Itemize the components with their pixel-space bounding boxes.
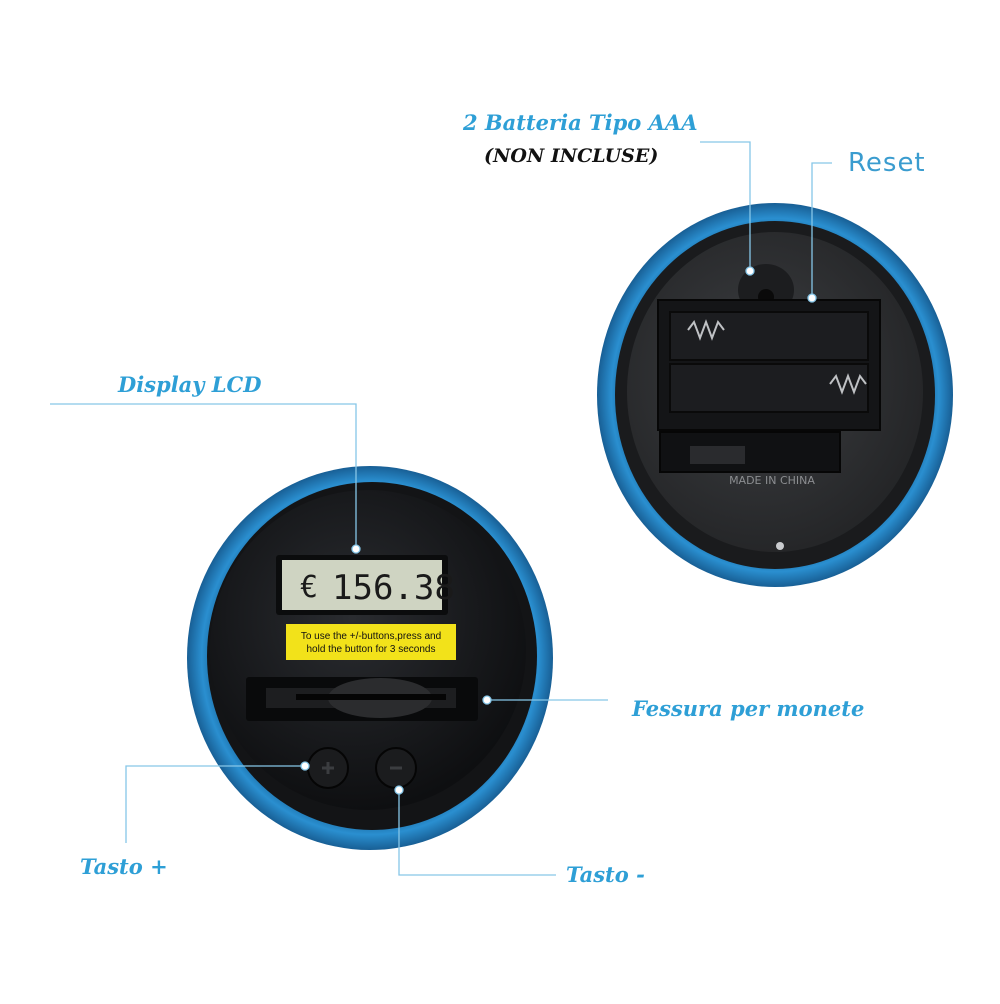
coin-slot-label: Fessura per monete xyxy=(632,696,865,721)
callout-dots xyxy=(300,266,817,795)
made-in-text: MADE IN CHINA xyxy=(729,474,815,487)
reset-label: Reset xyxy=(848,148,926,178)
callout-lines xyxy=(50,141,832,876)
instruction-sticker xyxy=(286,624,456,660)
display-label: Display LCD xyxy=(118,372,262,397)
latch-block xyxy=(659,431,841,473)
minus-callout-line xyxy=(398,792,556,876)
sticker-line-1: To use the +/-buttons,press and xyxy=(301,631,441,642)
sticker-line-2: hold the button for 3 seconds xyxy=(307,644,436,655)
bank-back-view: MADE IN CHINA xyxy=(597,203,953,587)
not-included-label: (NON INCLUSE) xyxy=(484,145,659,167)
plus-callout-line xyxy=(125,765,303,843)
battery-callout-line xyxy=(700,141,751,268)
minus-button-label: Tasto - xyxy=(566,862,645,887)
lcd-amount: 156.38 xyxy=(332,568,455,608)
reset-callout-line xyxy=(811,162,832,295)
battery-slot-1 xyxy=(669,311,869,361)
battery-springs xyxy=(687,319,867,395)
battery-label: 2 Batteria Tipo AAA xyxy=(463,110,698,135)
battery-slot-2 xyxy=(669,363,869,413)
plus-button-label: Tasto + xyxy=(80,854,168,879)
lcd-screen xyxy=(282,560,442,610)
lcd-currency: € xyxy=(300,570,318,605)
display-callout-line xyxy=(50,403,357,548)
bank-front-view: € 156.38 To use the +/-buttons,press and… xyxy=(187,466,553,850)
coin-slot-opening xyxy=(296,694,446,700)
